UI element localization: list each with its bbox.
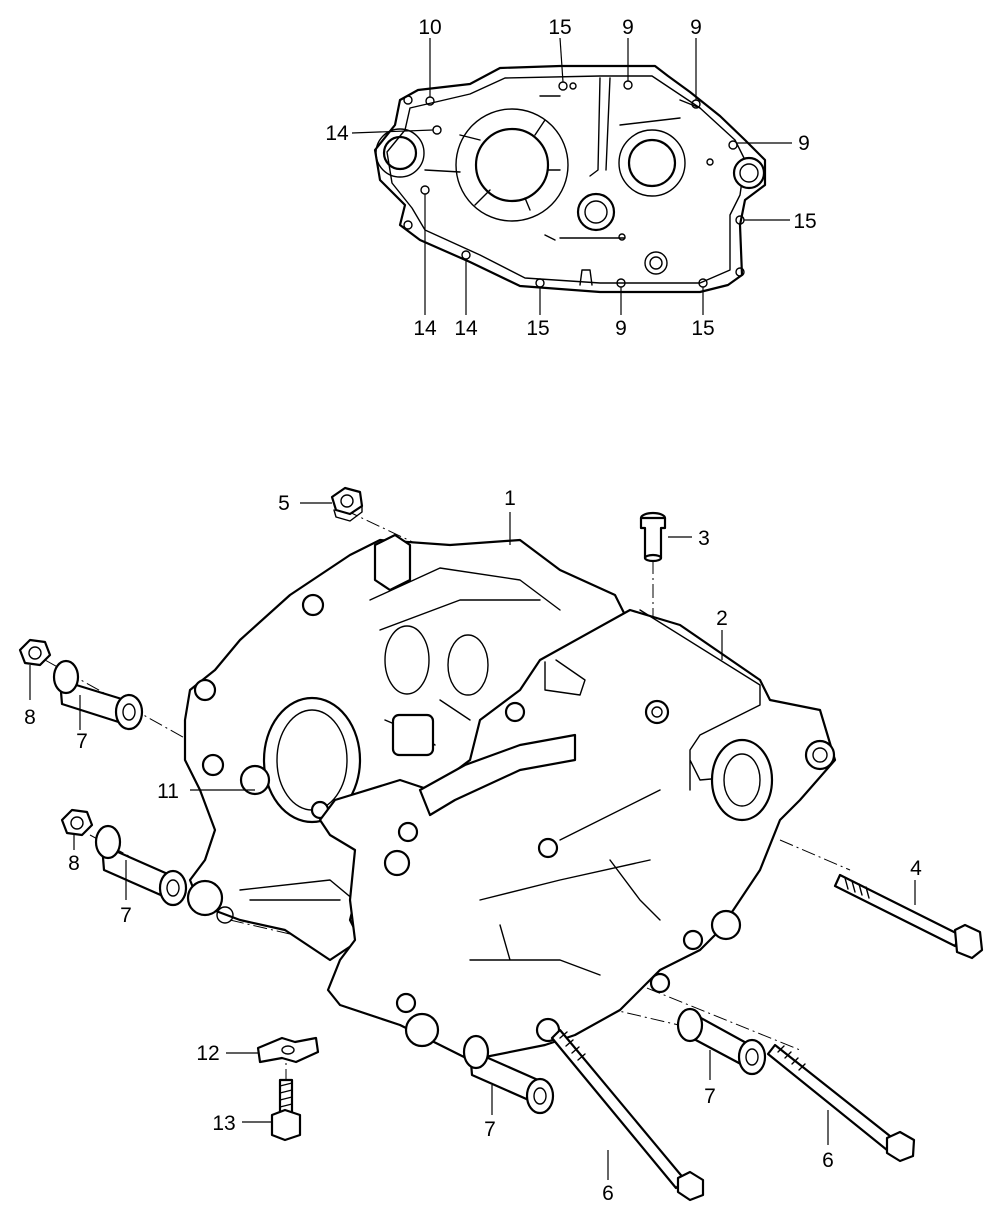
callout-15: 15 xyxy=(548,16,571,39)
callout-11: 11 xyxy=(157,780,179,803)
crankcase-face-view xyxy=(351,37,792,315)
crankcase-left-half xyxy=(183,533,627,962)
callout-6: 6 xyxy=(602,1182,614,1205)
crankcase-right-half xyxy=(318,608,837,1062)
callout-7: 7 xyxy=(484,1118,496,1141)
part-7-spacers xyxy=(52,659,767,1115)
callout-9: 9 xyxy=(798,132,810,155)
part-8-nuts xyxy=(18,638,94,837)
callout-8: 8 xyxy=(68,852,80,875)
callout-15: 15 xyxy=(793,210,816,233)
callout-4: 4 xyxy=(910,857,922,880)
part-13-bolt xyxy=(270,1078,302,1142)
assembly-leader-lines xyxy=(29,502,916,1180)
part-5-flange-nut xyxy=(330,486,364,522)
callout-12: 12 xyxy=(196,1042,219,1065)
callout-14: 14 xyxy=(413,317,437,340)
callout-13: 13 xyxy=(212,1112,235,1135)
callout-2: 2 xyxy=(716,607,728,630)
callout-14: 14 xyxy=(454,317,478,340)
callout-15: 15 xyxy=(691,317,714,340)
callout-14: 14 xyxy=(325,122,349,145)
callout-labels: 10 15 9 9 14 9 15 14 14 15 9 15 5 1 3 2 … xyxy=(24,16,922,1205)
callout-6: 6 xyxy=(822,1149,834,1172)
callout-7: 7 xyxy=(704,1085,716,1108)
callout-8: 8 xyxy=(24,706,36,729)
callout-9: 9 xyxy=(622,16,634,39)
face-leader-lines xyxy=(351,37,792,315)
callout-10: 10 xyxy=(418,16,441,39)
part-4-bolt xyxy=(833,873,984,960)
callout-3: 3 xyxy=(698,527,710,550)
part-3-dowel-pin xyxy=(639,511,667,563)
callout-7: 7 xyxy=(76,730,88,753)
callout-9: 9 xyxy=(690,16,702,39)
callout-9: 9 xyxy=(615,317,627,340)
callout-1: 1 xyxy=(504,487,516,510)
callout-5: 5 xyxy=(278,492,290,515)
callout-7: 7 xyxy=(120,904,132,927)
part-6-bolts xyxy=(550,1028,916,1202)
callout-15: 15 xyxy=(526,317,549,340)
crankcase-assembly-view xyxy=(18,486,984,1202)
part-12-plate xyxy=(256,1036,320,1064)
